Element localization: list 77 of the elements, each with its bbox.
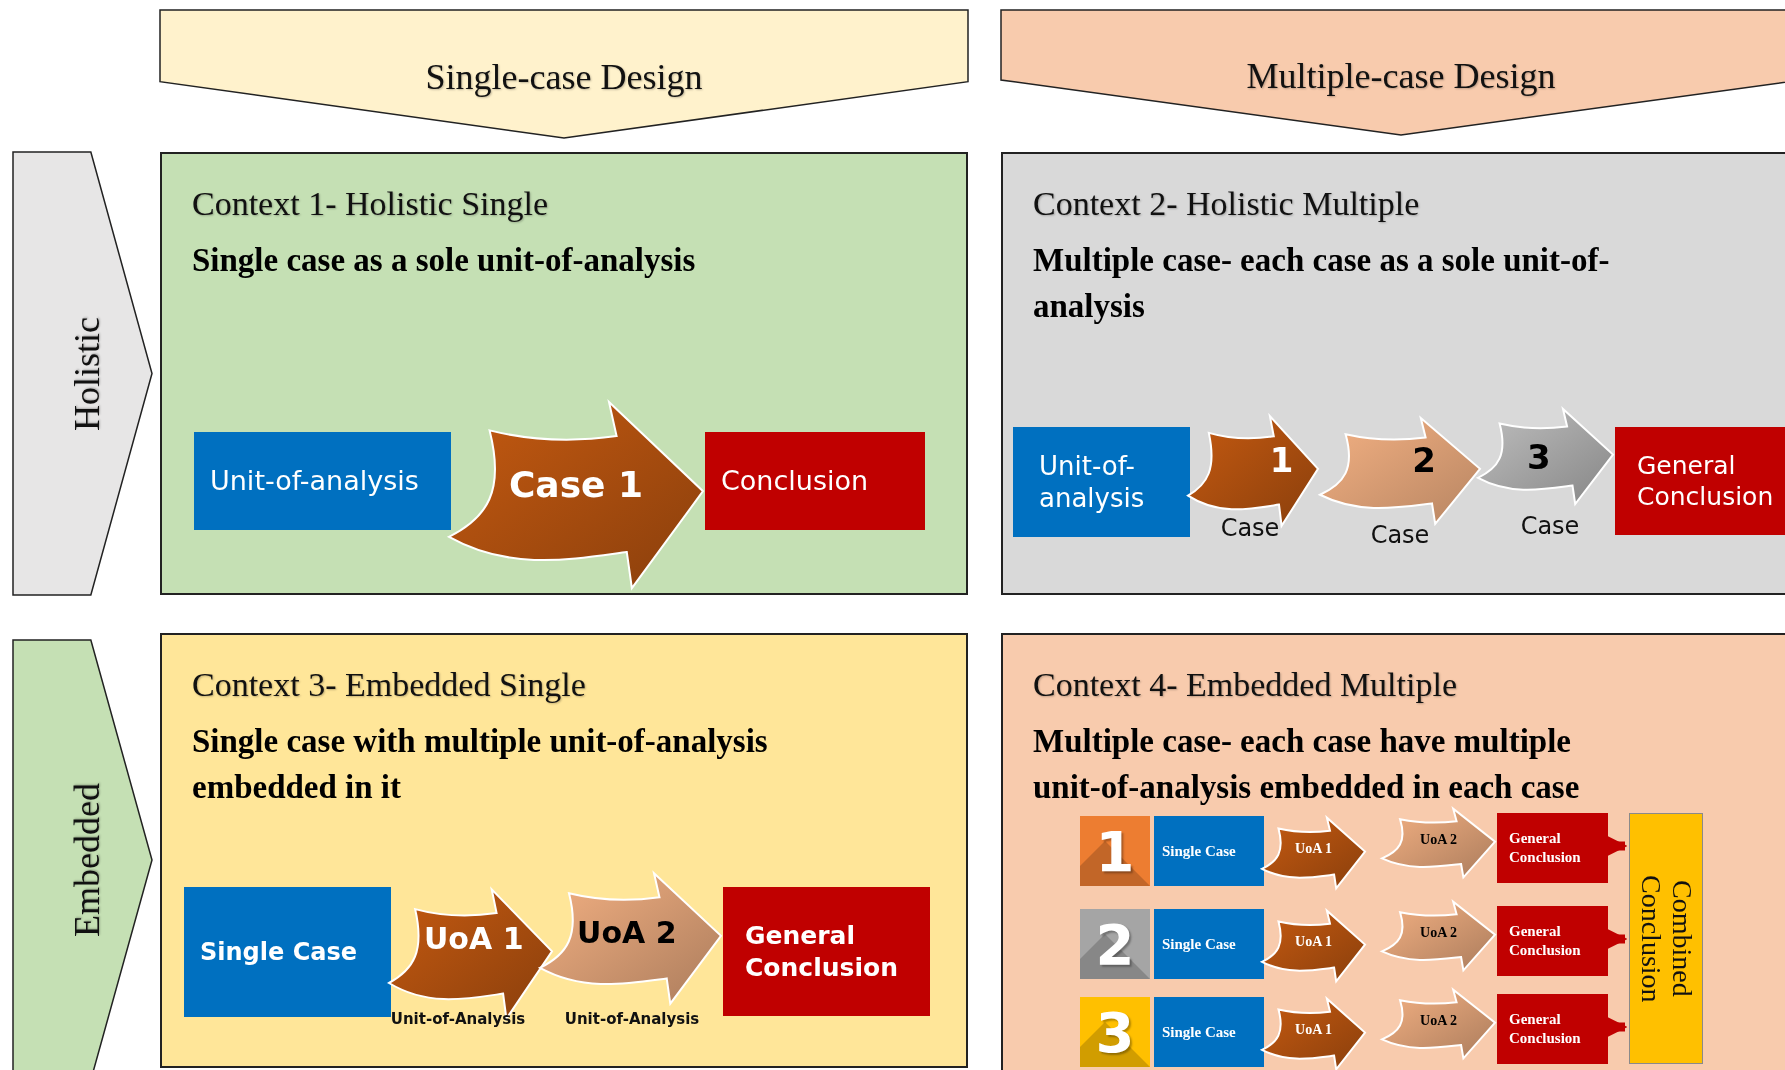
- process-box: [184, 887, 391, 1017]
- case-label: Case: [1520, 512, 1580, 540]
- case-label: Unit-of-Analysis: [564, 1010, 700, 1028]
- row-banner: [13, 640, 152, 1070]
- box-label: Single Case: [1162, 841, 1236, 861]
- block-arrow: [1381, 988, 1496, 1060]
- edge-label: UoA 1: [424, 920, 524, 956]
- process-box: [1154, 909, 1264, 979]
- block-arrow: [1261, 909, 1366, 983]
- process-box: [1154, 997, 1264, 1067]
- box-label: Unit-of-analysis: [210, 464, 419, 498]
- box-label: General Conclusion: [1637, 449, 1774, 513]
- header-banner: [160, 10, 968, 138]
- box-label: General Conclusion: [1509, 922, 1582, 960]
- block-arrow: [1320, 417, 1480, 525]
- process-box: [1497, 813, 1608, 883]
- tile-number: 3: [1095, 999, 1135, 1065]
- edge-label: UoA 2: [1420, 924, 1457, 941]
- context-panel: [160, 633, 968, 1068]
- edge-label: 3: [1526, 436, 1551, 477]
- bar-label: Combined Conclusion: [1635, 873, 1697, 1005]
- header-banner: [1001, 10, 1785, 135]
- edge-label: UoA 2: [1420, 831, 1457, 848]
- context-panel: [160, 152, 968, 595]
- row-heading: Embedded: [65, 783, 108, 937]
- box-label: Unit-of- analysis: [1039, 449, 1146, 515]
- panel-heading: Context 1- Holistic Single: [192, 184, 550, 224]
- block-arrow: [1477, 408, 1614, 505]
- block-arrow: [1381, 807, 1496, 879]
- edge-label: 1: [1269, 439, 1294, 480]
- edge-label: UoA 1: [1295, 934, 1332, 951]
- block-arrow: [448, 400, 704, 590]
- edge-label: UoA 1: [1295, 1022, 1332, 1039]
- case-label: Case: [1370, 521, 1430, 549]
- edge-label: Case 1: [508, 463, 644, 505]
- panel-heading: Context 3- Embedded Single: [192, 665, 587, 705]
- case-label: Case: [1220, 514, 1280, 542]
- panel-description: Single case with multiple unit-of-analysis embedded in it: [192, 721, 769, 807]
- context-panel: [1001, 152, 1785, 595]
- box-label: Single Case: [1162, 934, 1236, 954]
- column-heading: Single-case Design: [425, 56, 703, 98]
- process-box: [723, 887, 930, 1016]
- block-arrow: [1261, 816, 1366, 890]
- process-box: [1497, 994, 1608, 1064]
- box-label: General Conclusion: [745, 920, 899, 983]
- process-box: [1615, 427, 1785, 535]
- box-label: Single Case: [200, 937, 357, 967]
- arrow-label: 2: [1411, 439, 1436, 482]
- panel-heading: Context 2- Holistic Multiple: [1033, 184, 1421, 224]
- box-label: General Conclusion: [1509, 829, 1582, 867]
- process-box: [1154, 816, 1264, 886]
- block-arrow: [539, 872, 722, 1005]
- box-label: Single Case: [1162, 1022, 1236, 1042]
- edge-label: UoA 2: [1420, 1012, 1457, 1029]
- edge-label: UoA 2: [577, 914, 677, 950]
- edge-label: UoA 1: [1295, 841, 1332, 858]
- tile-number: 1: [1095, 818, 1135, 884]
- process-box: [705, 432, 925, 530]
- case-label: Unit-of-Analysis: [390, 1010, 526, 1028]
- tile-number: 2: [1095, 911, 1135, 977]
- box-label: General Conclusion: [1509, 1010, 1582, 1048]
- block-arrow: [1187, 415, 1319, 527]
- box-label: Conclusion: [721, 464, 869, 498]
- process-box: [1497, 906, 1608, 976]
- conclusion-bar: [1629, 813, 1703, 1064]
- row-banner: [13, 152, 152, 595]
- row-heading: Holistic: [65, 316, 108, 431]
- block-arrow: [1261, 997, 1366, 1070]
- column-heading: Multiple-case Design: [1246, 54, 1556, 97]
- process-box: [1013, 427, 1190, 537]
- panel-description: Single case as a sole unit-of-analysis: [192, 240, 697, 280]
- process-box: [194, 432, 451, 530]
- block-arrow: [1381, 900, 1496, 972]
- panel-description: Multiple case- each case have multiple unit-of-analysis embedded in each case: [1033, 721, 1581, 807]
- panel-description: Multiple case- each case as a sole unit-of-analysis: [1033, 240, 1611, 326]
- panel-heading: Context 4- Embedded Multiple: [1033, 665, 1458, 705]
- block-arrow: [388, 888, 553, 1020]
